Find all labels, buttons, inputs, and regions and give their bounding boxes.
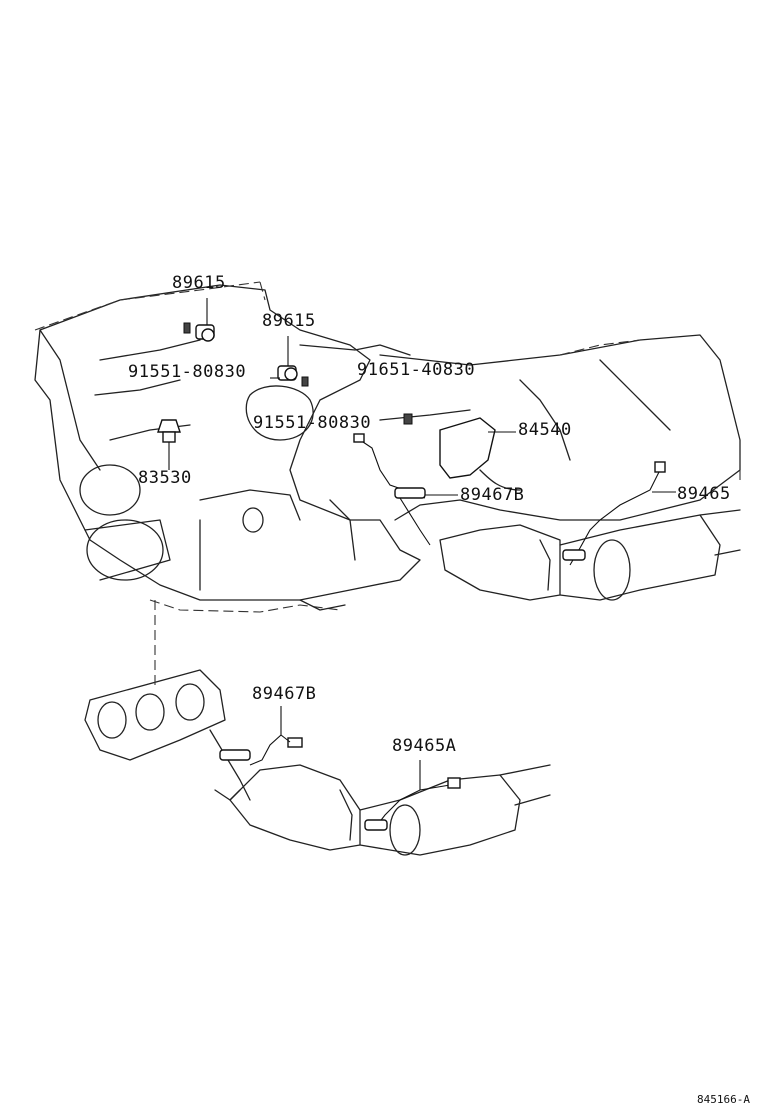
lower-exhaust bbox=[229, 764, 551, 856]
exhaust-manifold bbox=[84, 600, 251, 801]
part-89465a bbox=[364, 760, 461, 831]
label-91651-40830: 91651-40830 bbox=[357, 360, 476, 380]
label-84540: 84540 bbox=[518, 420, 572, 440]
label-83530: 83530 bbox=[138, 468, 192, 488]
label-91551-80830-left: 91551-80830 bbox=[128, 362, 247, 382]
part-89467b-upper bbox=[353, 433, 458, 546]
part-84540 bbox=[403, 413, 516, 479]
upper-exhaust bbox=[439, 509, 741, 601]
transmission bbox=[379, 334, 741, 521]
label-89615-lower: 89615 bbox=[262, 311, 316, 331]
part-89465 bbox=[562, 461, 676, 566]
part-89467b-lower bbox=[219, 706, 303, 766]
label-89465: 89465 bbox=[677, 484, 731, 504]
label-89465a: 89465A bbox=[392, 736, 457, 756]
label-89615-upper: 89615 bbox=[172, 273, 226, 293]
part-83530 bbox=[157, 419, 181, 470]
part-89615-upper bbox=[183, 298, 215, 342]
label-89467b-upper: 89467B bbox=[460, 485, 525, 505]
label-89467b-lower: 89467B bbox=[252, 684, 317, 704]
engine-block bbox=[34, 281, 421, 613]
diagram-reference-code: 845166-A bbox=[697, 1093, 750, 1106]
part-89615-lower bbox=[270, 336, 309, 387]
label-91551-80830-right: 91551-80830 bbox=[253, 413, 372, 433]
